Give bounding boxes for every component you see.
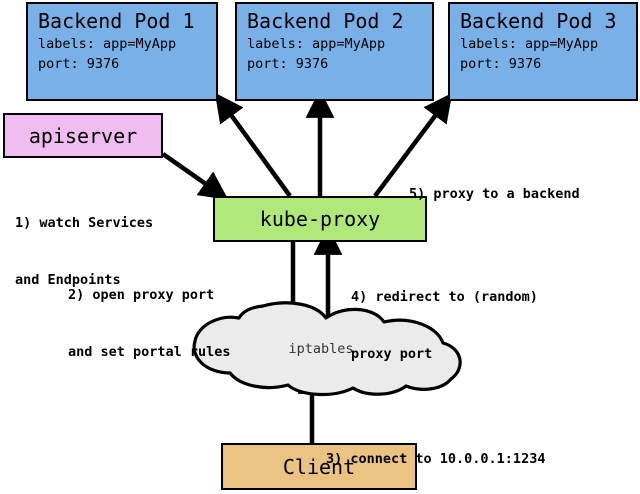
backend-pod-3-labels: labels: app=MyApp (460, 36, 599, 52)
kube-proxy-label: kube-proxy (259, 207, 381, 231)
backend-pod-3-port: port: 9376 (460, 56, 542, 72)
step-4-line-2: proxy port (351, 346, 433, 362)
step-4-line-1: 4) redirect to (random) (351, 289, 538, 305)
step-5-label: 5) proxy to a backend (409, 147, 580, 242)
step-1-label: 1) watch Services and Endpoints (15, 176, 153, 328)
step-4-label: 4) redirect to (random) proxy port (351, 250, 538, 402)
step-5-line-1: 5) proxy to a backend (409, 186, 580, 202)
backend-pod-1-box: Backend Pod 1 labels: app=MyApp port: 93… (26, 2, 218, 101)
apiserver-box: apiserver (3, 113, 163, 158)
kube-proxy-box: kube-proxy (213, 196, 427, 242)
step-2-line-1: 2) open proxy port (68, 287, 215, 303)
backend-pod-3-title: Backend Pod 3 (460, 9, 617, 33)
apiserver-label: apiserver (28, 123, 138, 148)
client-label: Client (282, 454, 356, 479)
iptables-cloud-shape (192, 301, 462, 397)
client-box: Client (221, 443, 417, 490)
backend-pod-1-labels: labels: app=MyApp (38, 36, 177, 52)
arrow-kubeproxy-to-pod1 (214, 92, 292, 198)
step-2-label: 2) open proxy port and set portal rules (68, 248, 231, 400)
backend-pod-2-title: Backend Pod 2 (247, 9, 404, 33)
arrow-apiserver-to-kubeproxy (161, 152, 229, 200)
arrow-kubeproxy-to-pod3 (373, 92, 453, 198)
iptables-label: iptables (288, 341, 354, 357)
backend-pod-2-port: port: 9376 (247, 56, 329, 72)
step-1-line-1: 1) watch Services (15, 215, 154, 231)
backend-pod-2-labels: labels: app=MyApp (247, 36, 386, 52)
backend-pod-2-box: Backend Pod 2 labels: app=MyApp port: 93… (235, 2, 434, 101)
step-1-line-2: and Endpoints (15, 272, 121, 288)
step-3-label: 3) connect to 10.0.0.1:1234 (326, 412, 545, 494)
step-2-line-2: and set portal rules (68, 344, 231, 360)
backend-pod-1-port: port: 9376 (38, 56, 120, 72)
backend-pod-1-title: Backend Pod 1 (38, 9, 195, 33)
backend-pod-3-box: Backend Pod 3 labels: app=MyApp port: 93… (448, 2, 638, 101)
step-3-line-1: 3) connect to 10.0.0.1:1234 (326, 451, 546, 467)
